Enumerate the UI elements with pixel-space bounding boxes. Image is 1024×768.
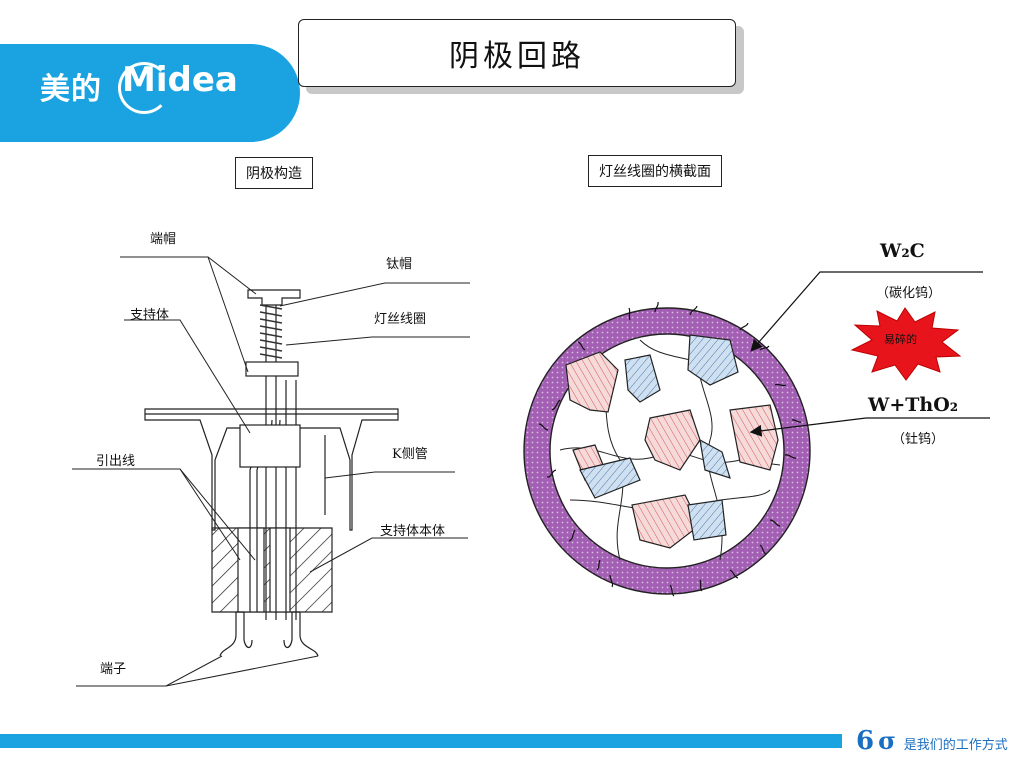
label-brittle: 易碎的 xyxy=(884,333,917,346)
footer-slogan: 是我们的工作方式 xyxy=(903,738,1008,753)
brand-en-name: Midea xyxy=(122,60,238,100)
label-w2c: W₂C xyxy=(880,240,925,262)
page-title: 阴极回路 xyxy=(298,19,736,87)
label-wtho2-cn: （钍钨） xyxy=(892,432,945,447)
label-k-side-tube: K侧管 xyxy=(392,447,428,462)
label-wtho2: W+ThO₂ xyxy=(868,394,959,416)
label-end-cap: 端帽 xyxy=(150,232,177,247)
left-diagram-caption: 阴极构造 xyxy=(235,157,313,189)
six-sigma-symbol: σ xyxy=(878,726,896,755)
brittle-burst-shape xyxy=(850,307,962,381)
brand-logo-tab: 美的 Midea xyxy=(0,44,300,142)
brand-ring-icon xyxy=(118,62,170,114)
right-diagram-caption: 灯丝线圈的横截面 xyxy=(588,155,722,187)
label-filament-coil: 灯丝线圈 xyxy=(374,312,427,327)
label-w2c-cn: （碳化钨） xyxy=(876,286,942,301)
left-leader-lines xyxy=(72,256,470,687)
filament-cross-section xyxy=(523,271,990,597)
six-sigma-six: 6 xyxy=(856,726,875,756)
label-titanium-cap: 钛帽 xyxy=(386,257,413,272)
label-support-body: 支持体本体 xyxy=(380,524,446,539)
cathode-structure-drawing xyxy=(144,289,399,657)
footer-bar xyxy=(0,734,842,748)
label-lead-wire: 引出线 xyxy=(96,454,136,469)
label-support: 支持体 xyxy=(130,308,170,323)
brand-cn-name: 美的 xyxy=(40,72,102,107)
label-terminal: 端子 xyxy=(100,662,127,677)
